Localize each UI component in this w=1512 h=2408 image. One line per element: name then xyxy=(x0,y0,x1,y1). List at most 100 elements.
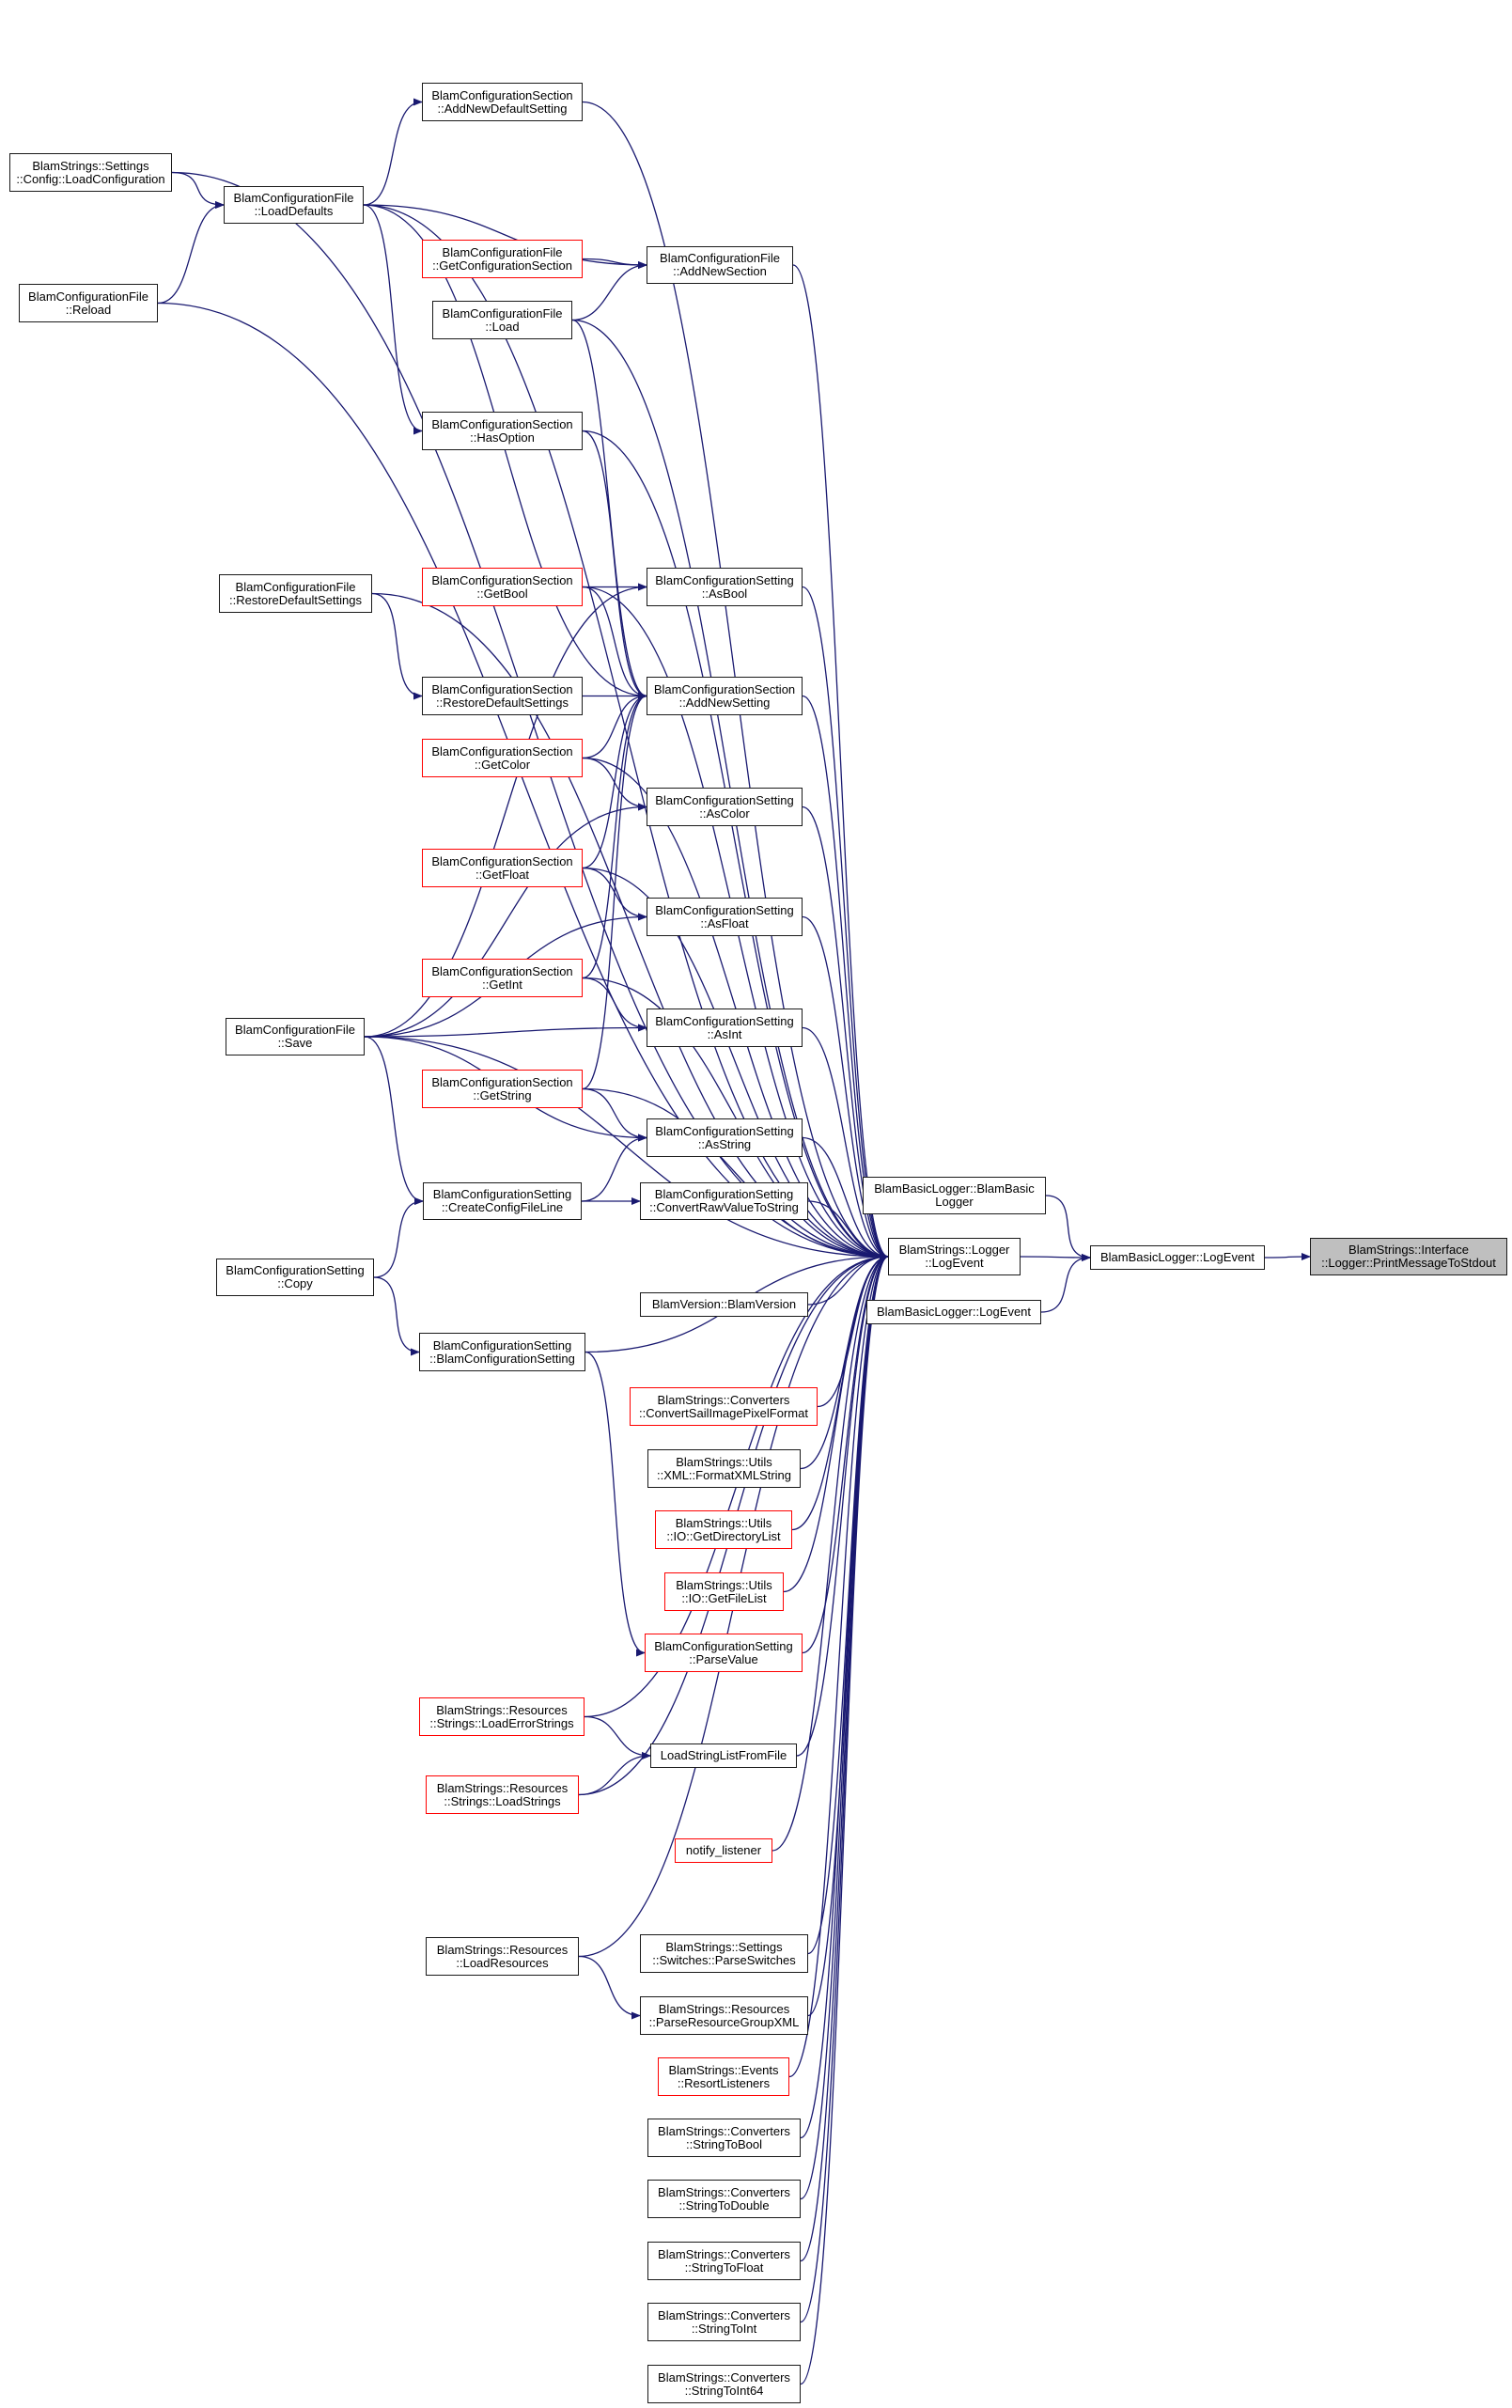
node-label-line: BlamBasicLogger::LogEvent xyxy=(1099,1250,1255,1264)
graph-node-getint[interactable]: BlamConfigurationSection::GetInt xyxy=(422,959,583,997)
node-label-line: ::AsFloat xyxy=(700,915,749,930)
edge-getcolor-to-addnewsetting xyxy=(582,692,647,759)
graph-node-getbool[interactable]: BlamConfigurationSection::GetBool xyxy=(422,568,583,606)
graph-node-logger-logevent[interactable]: BlamStrings::Logger::LogEvent xyxy=(888,1238,1021,1275)
graph-node-loaderrorstrings[interactable]: BlamStrings::Resources::Strings::LoadErr… xyxy=(419,1697,585,1736)
node-label-line: ::GetColor xyxy=(474,757,531,772)
graph-node-loaddefaults[interactable]: BlamConfigurationFile::LoadDefaults xyxy=(224,186,364,224)
graph-node-asfloat[interactable]: BlamConfigurationSetting::AsFloat xyxy=(647,898,803,936)
edge-parseswitches-to-logger-logevent xyxy=(807,1253,889,1955)
graph-node-getstring[interactable]: BlamConfigurationSection::GetString xyxy=(422,1070,583,1108)
graph-node-getconfigsection[interactable]: BlamConfigurationFile::GetConfigurationS… xyxy=(422,240,583,278)
edge-file-restore-to-section-restore xyxy=(371,592,423,700)
graph-node-addnewsection[interactable]: BlamConfigurationFile::AddNewSection xyxy=(647,246,793,284)
node-label-line: ::AsBool xyxy=(701,586,748,601)
graph-node-ascolor[interactable]: BlamConfigurationSetting::AsColor xyxy=(647,788,803,826)
node-label-line: BlamConfigurationFile xyxy=(235,579,356,594)
edge-getfloat-to-logger-logevent xyxy=(582,867,889,1260)
edge-asbool-to-logger-logevent xyxy=(802,586,889,1260)
graph-node-bbl-logevent2[interactable]: BlamBasicLogger::LogEvent xyxy=(866,1300,1041,1324)
node-label-line: ::RestoreDefaultSettings xyxy=(229,592,362,607)
graph-node-resort[interactable]: BlamStrings::Events::ResortListeners xyxy=(658,2057,789,2096)
graph-node-section-restore[interactable]: BlamConfigurationSection::RestoreDefault… xyxy=(422,677,583,715)
node-label-line: BlamConfigurationSetting xyxy=(655,1013,794,1028)
node-label-line: BlamStrings::Settings xyxy=(32,158,149,173)
graph-node-save[interactable]: BlamConfigurationFile::Save xyxy=(226,1018,365,1055)
edge-convertraw-to-logger-logevent xyxy=(807,1200,889,1260)
node-label-line: BlamConfigurationSection xyxy=(431,87,573,102)
graph-node-addnewsetting[interactable]: BlamConfigurationSection::AddNewSetting xyxy=(647,677,803,715)
graph-node-asbool[interactable]: BlamConfigurationSetting::AsBool xyxy=(647,568,803,606)
graph-node-parseresxml[interactable]: BlamStrings::Resources::ParseResourceGro… xyxy=(640,1996,808,2035)
node-label-line: BlamConfigurationSetting xyxy=(655,572,794,587)
node-label-line: ::HasOption xyxy=(470,430,535,445)
graph-node-loadresources[interactable]: BlamStrings::Resources::LoadResources xyxy=(426,1937,579,1976)
node-label-line: ::StringToFloat xyxy=(684,2259,764,2275)
graph-node-getcolor[interactable]: BlamConfigurationSection::GetColor xyxy=(422,739,583,777)
graph-node-parseswitches[interactable]: BlamStrings::Settings::Switches::ParseSw… xyxy=(640,1934,808,1973)
graph-node-asint[interactable]: BlamConfigurationSetting::AsInt xyxy=(647,1009,803,1047)
graph-node-loadstrings[interactable]: BlamStrings::Resources::Strings::LoadStr… xyxy=(426,1775,579,1814)
node-label-line: ::Reload xyxy=(65,302,112,317)
edge-load-to-addnewsection xyxy=(571,261,647,321)
graph-node-stoint[interactable]: BlamStrings::Converters::StringToInt xyxy=(647,2303,801,2341)
graph-node-getdirlist[interactable]: BlamStrings::Utils::IO::GetDirectoryList xyxy=(655,1510,792,1549)
node-label-line: BlamStrings::Interface xyxy=(1348,1243,1469,1257)
node-label-line: ::IO::GetDirectoryList xyxy=(666,1528,781,1543)
node-label-line: ::LoadResources xyxy=(456,1955,549,1970)
graph-node-getfloat[interactable]: BlamConfigurationSection::GetFloat xyxy=(422,849,583,887)
graph-node-asstring[interactable]: BlamConfigurationSetting::AsString xyxy=(647,1118,803,1157)
graph-node-parsevalue[interactable]: BlamConfigurationSetting::ParseValue xyxy=(645,1634,803,1672)
edge-save-to-createline xyxy=(364,1036,424,1205)
graph-node-formatxml[interactable]: BlamStrings::Utils::XML::FormatXMLString xyxy=(647,1449,801,1488)
edge-bbl-logevent2-to-bbl-logevent xyxy=(1040,1254,1091,1313)
node-label-line: ::GetString xyxy=(473,1087,532,1102)
graph-node-hasoption[interactable]: BlamConfigurationSection::HasOption xyxy=(422,412,583,450)
graph-node-getfilelist[interactable]: BlamStrings::Utils::IO::GetFileList xyxy=(664,1572,784,1611)
graph-node-setting-ctor[interactable]: BlamConfigurationSetting::BlamConfigurat… xyxy=(419,1333,585,1371)
graph-node-file-restore[interactable]: BlamConfigurationFile::RestoreDefaultSet… xyxy=(219,574,372,613)
graph-node-convertraw[interactable]: BlamConfigurationSetting::ConvertRawValu… xyxy=(640,1182,808,1220)
node-label-line: ::AsString xyxy=(697,1136,752,1151)
graph-node-loadstringlist[interactable]: LoadStringListFromFile xyxy=(650,1743,797,1768)
node-label-line: ::Logger::PrintMessageToStdout xyxy=(1321,1256,1496,1270)
edge-loadstringlist-to-logger-logevent xyxy=(796,1253,889,1757)
graph-node-stobool[interactable]: BlamStrings::Converters::StringToBool xyxy=(647,2119,801,2157)
graph-node-reload[interactable]: BlamConfigurationFile::Reload xyxy=(19,284,158,322)
node-label-line: ::ParseResourceGroupXML xyxy=(648,2014,800,2029)
edge-loaddefaults-to-addnewdefault xyxy=(363,98,423,206)
graph-node-stodouble[interactable]: BlamStrings::Converters::StringToDouble xyxy=(647,2180,801,2218)
edge-asfloat-to-logger-logevent xyxy=(802,915,889,1260)
graph-node-loadconfig[interactable]: BlamStrings::Settings::Config::LoadConfi… xyxy=(9,153,172,192)
graph-node-convertsail[interactable]: BlamStrings::Converters::ConvertSailImag… xyxy=(630,1387,818,1426)
node-label-line: ::Save xyxy=(277,1036,313,1050)
node-label-line: BlamVersion::BlamVersion xyxy=(651,1297,797,1311)
edge-loadconfig-to-loaddefaults xyxy=(171,171,225,209)
node-label-line: BlamStrings::Converters xyxy=(658,2184,790,2199)
graph-node-copy[interactable]: BlamConfigurationSetting::Copy xyxy=(216,1259,374,1296)
edge-getstring-to-addnewsetting xyxy=(582,692,647,1090)
node-label-line: ::AddNewSetting xyxy=(678,695,771,710)
edge-asint-to-logger-logevent xyxy=(802,1026,889,1260)
edge-reload-to-loaddefaults xyxy=(157,201,225,305)
node-label-line: BlamConfigurationSection xyxy=(431,963,573,978)
node-label-line: LoadStringListFromFile xyxy=(660,1748,787,1762)
node-label-line: BlamConfigurationSetting xyxy=(655,1123,794,1138)
graph-node-notify[interactable]: notify_listener xyxy=(675,1838,772,1863)
node-label-line: ::AddNewDefaultSetting xyxy=(437,101,568,116)
node-label-line: BlamStrings::Settings xyxy=(665,1939,783,1954)
node-label-line: ::Load xyxy=(485,319,520,334)
graph-node-createline[interactable]: BlamConfigurationSetting::CreateConfigFi… xyxy=(423,1182,582,1220)
node-label-line: BlamStrings::Logger xyxy=(898,1243,1010,1257)
graph-node-addnewdefault[interactable]: BlamConfigurationSection::AddNewDefaultS… xyxy=(422,83,583,121)
graph-node-load[interactable]: BlamConfigurationFile::Load xyxy=(432,301,572,339)
graph-node-stofloat[interactable]: BlamStrings::Converters::StringToFloat xyxy=(647,2242,801,2280)
node-label-line: BlamConfigurationFile xyxy=(442,244,563,259)
graph-node-blamversion[interactable]: BlamVersion::BlamVersion xyxy=(640,1292,808,1317)
node-label-line: BlamConfigurationFile xyxy=(235,1023,355,1037)
graph-node-bbl-logevent[interactable]: BlamBasicLogger::LogEvent xyxy=(1090,1245,1265,1270)
edge-notify-to-logger-logevent xyxy=(772,1253,889,1852)
node-label-line: notify_listener xyxy=(685,1843,762,1857)
graph-node-stoint64[interactable]: BlamStrings::Converters::StringToInt64 xyxy=(647,2365,801,2403)
